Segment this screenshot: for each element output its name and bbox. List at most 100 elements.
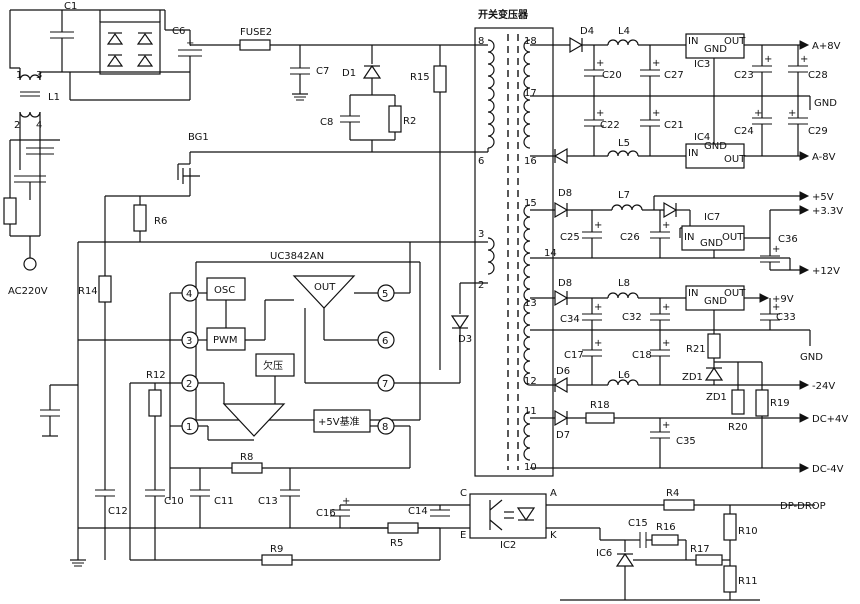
c24-label: C24: [734, 126, 754, 137]
ic-pin-7: 7: [382, 379, 388, 390]
c15-label: C15: [628, 518, 648, 529]
r9-label: R9: [270, 544, 283, 555]
svg-text:+: +: [594, 302, 602, 313]
output-a-pos-8v: A+8V: [812, 41, 841, 52]
opto-e-label: E: [460, 530, 466, 541]
l1-pin3-label: 3: [36, 70, 42, 81]
svg-text:+: +: [652, 108, 660, 119]
c8-label: C8: [320, 117, 333, 128]
ic7-gnd: GND: [700, 238, 723, 249]
l1-pin2-label: 2: [14, 120, 20, 131]
r14-label: R14: [78, 286, 98, 297]
svg-text:+: +: [662, 338, 670, 349]
ic4-label: IC4: [694, 132, 710, 143]
secondary-wiring: [530, 33, 811, 473]
l5-label: L5: [618, 138, 630, 149]
osc-block: OSC: [214, 285, 235, 296]
d4-label: D4: [580, 26, 594, 37]
c34-label: C34: [560, 314, 580, 325]
d7-label: D7: [556, 430, 570, 441]
ic8-gnd: GND: [704, 296, 727, 307]
r4-label: R4: [666, 488, 679, 499]
pin-8-label: 8: [478, 36, 484, 47]
l6-label: L6: [618, 370, 630, 381]
ic3-gnd: GND: [704, 44, 727, 55]
svg-text:+: +: [772, 244, 780, 255]
output-5v: +5V: [812, 192, 834, 203]
feedback-wiring: [330, 493, 815, 601]
fuse2-label: FUSE2: [240, 27, 272, 38]
r19-label: R19: [770, 398, 790, 409]
ic2-label: IC2: [500, 540, 516, 551]
ic-pin-3: 3: [186, 336, 192, 347]
output-dc-pos-4v: DC+4V: [812, 414, 848, 425]
ic4-gnd: GND: [704, 141, 727, 152]
c27-label: C27: [664, 70, 684, 81]
polarity-marks: + + + + + + + + + + + + + + + + + + +: [186, 38, 808, 507]
pin-12-label: 12: [524, 376, 537, 387]
output-12v: +12V: [812, 266, 840, 277]
pin-15-label: 15: [524, 198, 537, 209]
c14-label: C14: [408, 506, 428, 517]
svg-text:+: +: [652, 58, 660, 69]
output-dc-neg-4v: DC-4V: [812, 464, 844, 475]
output-gnd-upper: GND: [814, 98, 837, 109]
svg-text:+: +: [662, 220, 670, 231]
r2-label: R2: [403, 116, 416, 127]
d3-label: D3: [458, 334, 472, 345]
ic-pin-4: 4: [186, 289, 192, 300]
ic4-out: OUT: [724, 154, 746, 165]
d1-label: D1: [342, 68, 356, 79]
c21-label: C21: [664, 120, 684, 131]
svg-text:+: +: [594, 338, 602, 349]
opto-c-label: C: [460, 488, 467, 499]
pwm-block: PWM: [213, 335, 238, 346]
ic8-in: IN: [688, 288, 698, 299]
bg1-label: BG1: [188, 132, 209, 143]
r11-label: R11: [738, 576, 758, 587]
c23-label: C23: [734, 70, 754, 81]
l8-label: L8: [618, 278, 630, 289]
r18-label: R18: [590, 400, 610, 411]
ic7-label: IC7: [704, 212, 720, 223]
ic7-in: IN: [684, 232, 694, 243]
ic-pin-6: 6: [382, 336, 388, 347]
input-wiring: [3, 9, 489, 567]
svg-text:+: +: [596, 108, 604, 119]
c29-label: C29: [808, 126, 828, 137]
d8-lower-label: D8: [558, 278, 572, 289]
pin-2-label: 2: [478, 280, 484, 291]
r6-label: R6: [154, 216, 167, 227]
c22-label: C22: [600, 120, 620, 131]
c20-label: C20: [602, 70, 622, 81]
output-3-3v: +3.3V: [812, 206, 843, 217]
output-neg-24v: -24V: [812, 381, 835, 392]
r5-label: R5: [390, 538, 403, 549]
c1-label: C1: [64, 1, 77, 12]
l7-label: L7: [618, 190, 630, 201]
c6-label: C6: [172, 26, 185, 37]
c16-label: C16: [316, 508, 336, 519]
ic-pin-1: 1: [186, 422, 192, 433]
svg-text:+: +: [764, 54, 772, 65]
svg-text:+: +: [662, 302, 670, 313]
ic8-out: OUT: [724, 288, 746, 299]
pin-17-label: 17: [524, 88, 537, 99]
out-block: OUT: [314, 282, 336, 293]
ic3-label: IC3: [694, 59, 710, 70]
c32-label: C32: [622, 312, 642, 323]
c35-label: C35: [676, 436, 696, 447]
c13-label: C13: [258, 496, 278, 507]
c25-label: C25: [560, 232, 580, 243]
ic-pin-8: 8: [382, 422, 388, 433]
ac220v-label: AC220V: [8, 286, 48, 297]
switching-transformer: [474, 27, 554, 477]
uc3842-wiring: [78, 242, 488, 566]
ic7-out: OUT: [722, 232, 744, 243]
output-dp-drop: DP-DROP: [780, 501, 826, 512]
c28-label: C28: [808, 70, 828, 81]
c10-label: C10: [164, 496, 184, 507]
ic4-in: IN: [688, 148, 698, 159]
r15-label: R15: [410, 72, 430, 83]
